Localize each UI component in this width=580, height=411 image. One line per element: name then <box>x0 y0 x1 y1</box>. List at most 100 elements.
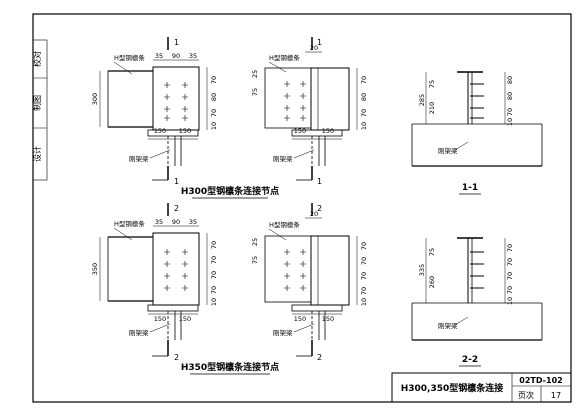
section-right-dim-2: 80 <box>506 92 514 100</box>
section-right-dim-1: 80 <box>506 76 514 84</box>
section-right-dim-3: 70 <box>506 272 514 280</box>
plate-dim-1: 70 <box>360 242 368 250</box>
h300-side-view: 1 1 H型钢檩条 刚架梁 20 25 75 150 150 70 80 70 … <box>251 37 368 186</box>
section-right-dim-4: 10 <box>506 118 514 126</box>
purlin-label: H型钢檩条 <box>269 220 300 229</box>
beam-label: 刚架梁 <box>273 328 293 337</box>
section-mark-top: 1 <box>174 38 179 47</box>
bottom-dim-1: 150 <box>154 315 166 323</box>
bottom-dim-1: 150 <box>294 127 306 135</box>
top-dim-side: 20 <box>310 210 318 218</box>
section-mark-top: 2 <box>317 204 322 213</box>
bottom-dim-1: 150 <box>294 315 306 323</box>
height-dim: 300 <box>91 93 99 105</box>
section-title: 1-1 <box>462 183 478 193</box>
bolt-group <box>284 249 306 291</box>
atlas-number: 02TD-102 <box>519 376 562 385</box>
bottom-dim-2: 150 <box>179 315 191 323</box>
right-dim-4: 10 <box>210 122 218 130</box>
page-number: 17 <box>551 391 561 400</box>
plate-dim-2: 80 <box>360 93 368 101</box>
connection-plate <box>152 232 200 306</box>
right-dim-3: 70 <box>210 271 218 279</box>
h350-side-view: 2 2 H型钢檩条 刚架梁 20 25 75 150 150 70 70 70 … <box>251 203 368 362</box>
right-dim-1: 70 <box>210 76 218 84</box>
h300-front-view: 1 1 H型钢檩条 刚架梁 300 35 90 35 150 1 <box>91 37 218 186</box>
right-dim-2: 80 <box>210 93 218 101</box>
purlin <box>107 236 154 302</box>
section-right-dim-2: 70 <box>506 258 514 266</box>
section-mark-top: 2 <box>174 204 179 213</box>
beam-label: 刚架梁 <box>129 328 149 337</box>
design-label: 设计 <box>32 146 42 162</box>
section-dim-1: 285 <box>418 94 426 106</box>
bottom-dim-2: 150 <box>179 127 191 135</box>
proofread-label: 校对 <box>32 51 42 67</box>
plate-dim-3: 70 <box>360 272 368 280</box>
bolt-group <box>470 83 484 119</box>
purlin-label: H型钢檩条 <box>269 53 300 62</box>
top-dim-1: 35 <box>155 218 163 226</box>
plate-dim-5: 10 <box>360 298 368 306</box>
beam-label: 刚架梁 <box>438 146 458 155</box>
right-dim-4: 70 <box>210 286 218 294</box>
bolt-group <box>284 81 306 121</box>
right-dim-5: 10 <box>210 298 218 306</box>
purlin <box>264 67 312 129</box>
page-label: 页次 <box>518 390 534 400</box>
section-dim-3: 210 <box>428 102 436 114</box>
h350-caption: H350型钢檩条连接节点 <box>181 361 279 373</box>
top-dim-side: 20 <box>310 44 318 52</box>
section-mark-top: 1 <box>317 38 322 47</box>
left-dim-1: 25 <box>251 238 259 246</box>
section-mark-bottom: 1 <box>317 177 322 186</box>
plate-dim-2: 70 <box>360 257 368 265</box>
bottom-dim-2: 150 <box>322 315 334 323</box>
connection-plate <box>310 235 350 306</box>
section-dim-3: 260 <box>428 276 436 288</box>
top-dim-2: 90 <box>172 52 180 60</box>
h350-front-view: 2 2 H型钢檩条 刚架梁 350 35 90 35 150 150 70 70… <box>91 203 218 362</box>
section-2-2-view: 335 75 260 70 70 70 70 10 刚架梁 2-2 <box>411 237 543 367</box>
section-title: 2-2 <box>462 355 478 365</box>
beam-label: 刚架梁 <box>129 154 149 163</box>
right-dim-2: 70 <box>210 256 218 264</box>
right-dim-1: 70 <box>210 241 218 249</box>
section-right-dim-5: 10 <box>506 297 514 305</box>
top-dim-1: 35 <box>155 52 163 60</box>
top-dim-2: 90 <box>172 218 180 226</box>
sheet-border <box>32 13 572 403</box>
bolt-group <box>164 249 188 291</box>
beam-label: 刚架梁 <box>438 321 458 330</box>
section-right-dim-3: 70 <box>506 108 514 116</box>
left-dim-2: 75 <box>251 88 259 96</box>
bolt-group <box>164 82 188 121</box>
left-dim-1: 25 <box>251 70 259 78</box>
top-dim-3: 35 <box>189 218 197 226</box>
section-dim-2: 75 <box>428 248 436 256</box>
purlin <box>264 235 312 303</box>
top-dim-3: 35 <box>189 52 197 60</box>
left-dim-2: 75 <box>251 256 259 264</box>
connection-plate <box>310 67 350 131</box>
height-dim: 350 <box>91 263 99 275</box>
plate-dim-3: 70 <box>360 109 368 117</box>
bottom-dim-2: 150 <box>322 127 334 135</box>
section-dim-1: 335 <box>418 264 426 276</box>
section-mark-bottom: 2 <box>317 353 322 362</box>
beam-label: 刚架梁 <box>273 154 293 163</box>
plate-dim-1: 70 <box>360 76 368 84</box>
section-right-dim-1: 70 <box>506 244 514 252</box>
purlin-label: H型钢檩条 <box>114 219 145 228</box>
draw-label: 制图 <box>32 95 42 111</box>
title-block: H300,350型钢檩条连接 02TD-102 页次 17 <box>391 372 572 403</box>
h300-caption: H300型钢檩条连接节点 <box>181 185 279 197</box>
plate-dim-4: 70 <box>360 287 368 295</box>
purlin <box>107 70 154 128</box>
drawing-title: H300,350型钢檩条连接 <box>401 382 504 394</box>
plate-dim-4: 10 <box>360 122 368 130</box>
section-right-dim-4: 70 <box>506 286 514 294</box>
bottom-dim-1: 150 <box>154 127 166 135</box>
